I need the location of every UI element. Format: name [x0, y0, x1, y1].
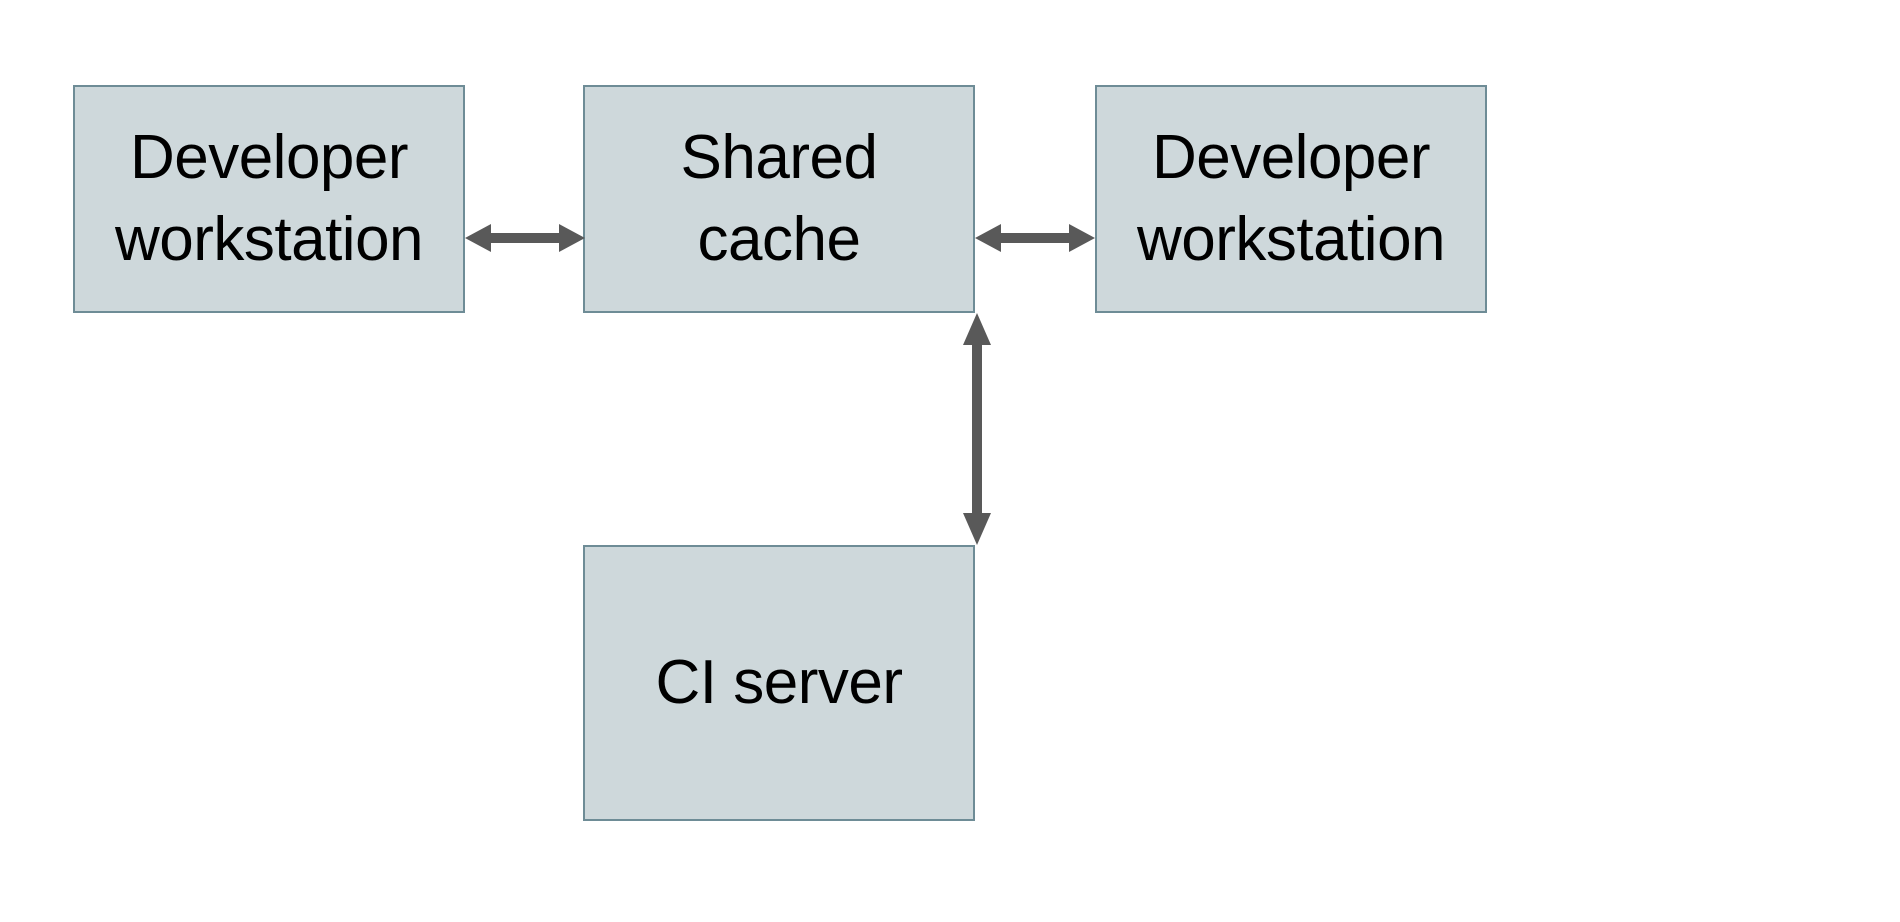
node-label: Developer workstation: [114, 123, 424, 274]
connector-shared-cache-to-developer-right[interactable]: [975, 178, 1095, 298]
node-ci-server[interactable]: CI server: [583, 545, 975, 821]
node-developer-workstation-left[interactable]: Developer workstation: [73, 85, 465, 313]
connector-shared-cache-to-ci-server[interactable]: [917, 313, 1037, 545]
node-label: Developer workstation: [1136, 123, 1446, 274]
node-label: Shared cache: [680, 123, 878, 274]
double-arrow-icon: [963, 313, 991, 545]
double-arrow-icon: [465, 224, 585, 252]
connector-developer-left-to-shared-cache[interactable]: [465, 178, 585, 298]
node-shared-cache[interactable]: Shared cache: [583, 85, 975, 313]
node-developer-workstation-right[interactable]: Developer workstation: [1095, 85, 1487, 313]
double-arrow-icon: [975, 224, 1095, 252]
node-label: CI server: [655, 648, 903, 718]
